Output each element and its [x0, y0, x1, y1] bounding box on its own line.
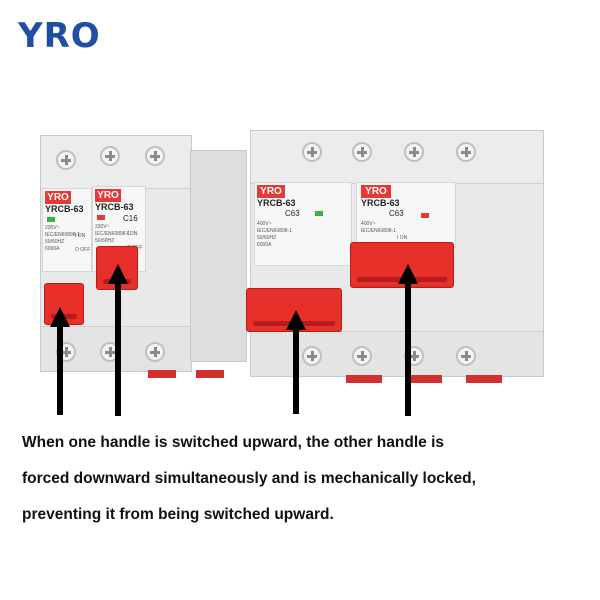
arrow-up-icon: [286, 310, 306, 414]
breaker-2-frequency: 50/60HZ: [95, 238, 115, 244]
caption-line-1: When one handle is switched upward, the …: [22, 434, 444, 451]
din-clip: [148, 370, 176, 378]
breaker-1-brand: YRO: [45, 191, 71, 204]
breaker-4-standard: IEC/EN60898-1: [361, 228, 397, 234]
breaker-4-on: I ON: [397, 235, 408, 241]
screw-icon: [302, 142, 322, 162]
logo-text: YRO: [18, 16, 101, 54]
arrow-up-icon: [108, 264, 128, 416]
breaker-1-on: I ON: [75, 233, 86, 239]
screw-icon: [456, 346, 476, 366]
breaker-4-indicator: [421, 213, 429, 218]
breaker-2-model: YRCB-63: [95, 202, 134, 212]
breaker-1-frequency: 50/60HZ: [45, 239, 65, 245]
screw-icon: [145, 146, 165, 166]
breaker-1-indicator: [47, 217, 55, 222]
screw-icon: [56, 150, 76, 170]
left-breaker-side: [190, 150, 247, 362]
breaker-1-capacity: 6000A: [45, 246, 60, 252]
breaker-3-brand: YRO: [257, 185, 285, 198]
breaker-3-indicator: [315, 211, 323, 216]
breaker-2-indicator: [97, 215, 105, 220]
breaker-4-voltage: 400V~: [361, 221, 376, 227]
screw-icon: [145, 342, 165, 362]
yro-logo: YRO: [18, 16, 101, 54]
breaker-2-rating: C16: [123, 214, 138, 223]
breaker-3-rating: C63: [285, 209, 300, 218]
breaker-1-off: O OFF: [75, 247, 91, 253]
breaker-3-frequency: 50/60HZ: [257, 235, 277, 241]
breaker-1-voltage: 230V~: [45, 225, 60, 231]
screw-icon: [100, 146, 120, 166]
breaker-2-brand: YRO: [95, 189, 121, 202]
breaker-3-standard: IEC/EN60898-1: [257, 228, 293, 234]
breaker-4-model: YRCB-63: [361, 198, 400, 208]
screw-icon: [302, 346, 322, 366]
breaker-1-faceplate: YRO YRCB-63 230V~ IEC/EN60898-1 50/60HZ …: [42, 188, 92, 272]
terminal-cover-top: [251, 131, 543, 184]
breaker-4-faceplate: YRO YRCB-63 C63 400V~ IEC/EN60898-1 I ON: [356, 182, 456, 248]
breaker-2-on: I ON: [127, 231, 138, 237]
breaker-1-model: YRCB-63: [45, 204, 84, 214]
breaker-4-rating: C63: [389, 209, 404, 218]
breaker-1-standard: IEC/EN60898-1: [45, 232, 81, 238]
caption-line-3: preventing it from being switched upward…: [22, 506, 334, 523]
breaker-3-faceplate: YRO YRCB-63 C63 400V~ IEC/EN60898-1 50/6…: [254, 182, 352, 266]
breaker-3-voltage: 400V~: [257, 221, 272, 227]
arrow-up-icon: [398, 264, 418, 416]
screw-icon: [352, 142, 372, 162]
din-clip: [466, 375, 502, 383]
breaker-2-voltage: 230V~: [95, 224, 110, 230]
breaker-4-brand: YRO: [361, 185, 391, 198]
din-clip: [406, 375, 442, 383]
terminal-cover-bottom: [251, 331, 543, 376]
caption-line-2: forced downward simultaneously and is me…: [22, 470, 476, 487]
din-clip: [346, 375, 382, 383]
arrow-up-icon: [50, 307, 70, 415]
screw-icon: [352, 346, 372, 366]
breaker-3-capacity: 6000A: [257, 242, 272, 248]
screw-icon: [456, 142, 476, 162]
din-clip: [196, 370, 224, 378]
screw-icon: [404, 142, 424, 162]
breaker-3-model: YRCB-63: [257, 198, 296, 208]
breaker-2-standard: IEC/EN60898-1: [95, 231, 131, 237]
